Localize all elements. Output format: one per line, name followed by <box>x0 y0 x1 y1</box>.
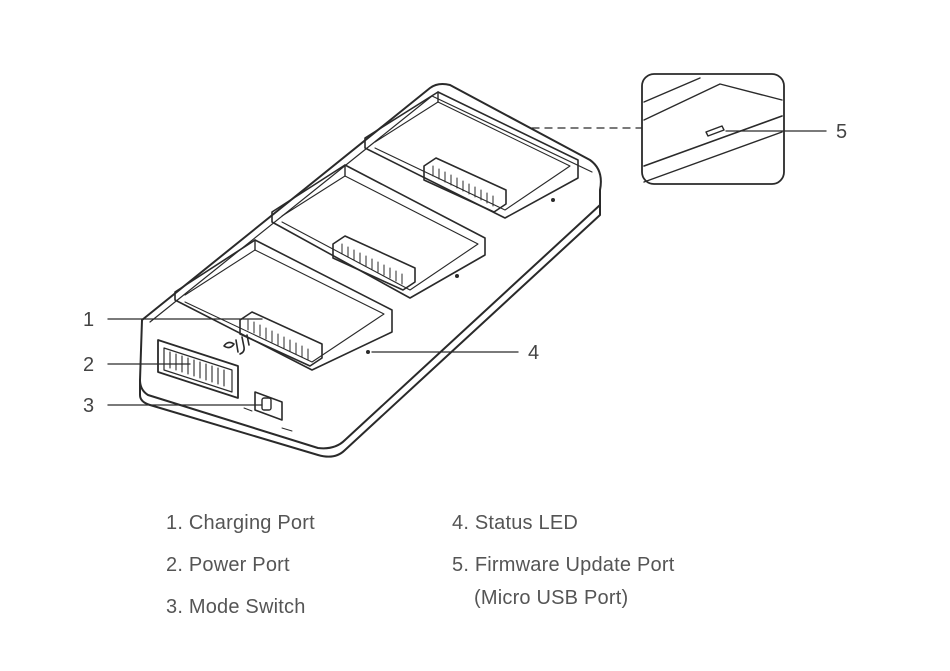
charging-port-2 <box>332 235 416 291</box>
battery-slot-2 <box>271 164 486 299</box>
callout-number-4: 4 <box>528 342 539 364</box>
callout-number-1: 1 <box>83 309 94 331</box>
legend-label-micro-usb-port: (Micro USB Port) <box>474 587 629 609</box>
micro-usb-port <box>705 125 725 137</box>
battery-slot-3 <box>364 91 579 219</box>
status-led-2 <box>455 274 459 278</box>
callout-number-2: 2 <box>83 354 94 376</box>
brand-logo <box>223 334 250 355</box>
legend-label-status-led: 4. Status LED <box>452 512 578 534</box>
legend-item-2: 2. Power Port <box>166 554 290 577</box>
charging-port-1 <box>239 311 323 367</box>
legend-item-5: 5. Firmware Update Port <box>452 554 674 577</box>
legend-item-5-sub: (Micro USB Port) <box>474 587 628 610</box>
battery-slot-1 <box>174 239 393 371</box>
legend-label-firmware-update-port: 5. Firmware Update Port <box>452 554 675 576</box>
status-led-1 <box>366 350 370 354</box>
callout-number-5: 5 <box>836 121 847 143</box>
legend-label-mode-switch: 3. Mode Switch <box>166 596 306 618</box>
legend-label-charging-port: 1. Charging Port <box>166 512 315 534</box>
status-led-3 <box>551 198 555 202</box>
callout-leaders <box>107 127 827 406</box>
legend-item-4: 4. Status LED <box>452 512 578 535</box>
mode-switch <box>243 391 293 432</box>
legend-item-3: 3. Mode Switch <box>166 596 306 619</box>
legend-label-power-port: 2. Power Port <box>166 554 290 576</box>
callout-number-3: 3 <box>83 395 94 417</box>
status-led-group <box>366 198 555 354</box>
detail-inset <box>641 73 785 185</box>
charging-port-3 <box>423 157 507 213</box>
power-port <box>157 339 239 399</box>
legend-item-1: 1. Charging Port <box>166 512 315 535</box>
